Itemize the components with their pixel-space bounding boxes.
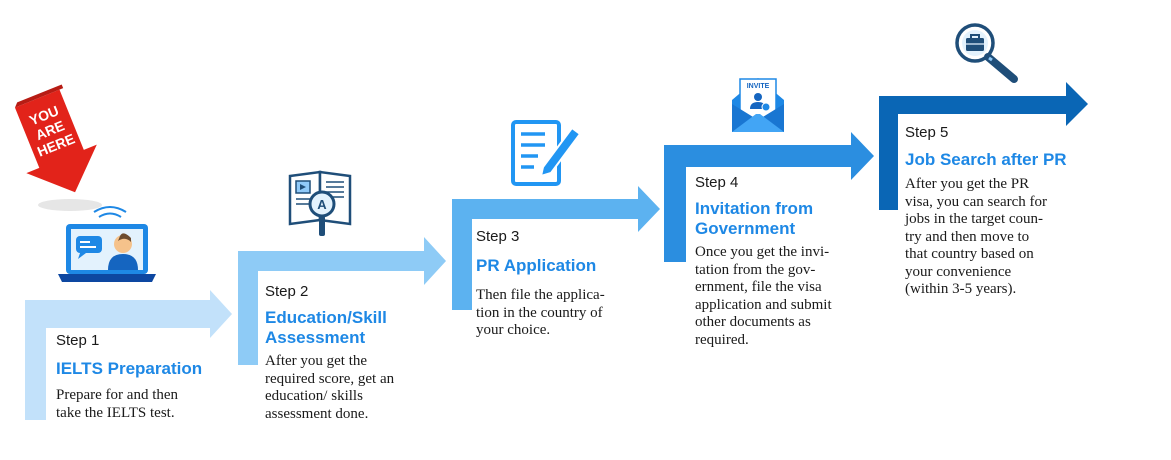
laptop-chat-icon	[58, 206, 156, 282]
step-1-arrow	[25, 290, 232, 420]
you-are-here-badge: YOU ARE HERE	[14, 84, 102, 211]
step-3-arrow	[452, 186, 660, 310]
step-4-label: Step 4	[695, 174, 739, 191]
step-3-description: Then file the applica- tion in the count…	[476, 287, 605, 338]
briefcase-search-icon	[955, 23, 1018, 83]
step-5-arrow	[879, 82, 1088, 210]
invite-card-label: INVITE	[747, 83, 770, 90]
svg-text:A: A	[317, 197, 327, 212]
document-pen-icon	[511, 120, 582, 186]
book-magnifier-icon: A	[288, 170, 352, 236]
step-5-description: After you get the PR visa, you can searc…	[905, 176, 1048, 297]
step-2-description: After you get the required score, get an…	[265, 353, 395, 422]
step-1: Step 1 IELTS Preparation Prepare for and…	[56, 332, 226, 422]
step-2-title: Education/Skill Assessment	[265, 308, 387, 347]
step-1-title: IELTS Preparation	[56, 359, 203, 378]
step-5-label: Step 5	[905, 124, 949, 141]
step-2-arrow	[238, 237, 446, 365]
step-1-label: Step 1	[56, 332, 100, 349]
badge-shadow	[38, 199, 102, 211]
step-4-description: Once you get the invi- tation from the g…	[695, 244, 832, 348]
step-4-title: Invitation from Government	[695, 199, 814, 238]
step-4: Step 4 Invitation from Government Once y…	[695, 174, 865, 349]
step-2: Step 2 Education/Skill Assessment After …	[265, 283, 430, 423]
invite-envelope-icon: INVITE	[732, 78, 784, 132]
step-5: Step 5 Job Search after PR After you get…	[905, 124, 1075, 299]
step-3-title: PR Application	[476, 256, 597, 275]
step-3: Step 3 PR Application Then file the appl…	[476, 228, 646, 340]
step-5-title: Job Search after PR	[905, 150, 1067, 169]
step-1-description: Prepare for and then take the IELTS test…	[56, 387, 179, 421]
step-4-arrow	[664, 132, 874, 262]
step-2-label: Step 2	[265, 283, 309, 300]
step-3-label: Step 3	[476, 228, 520, 245]
